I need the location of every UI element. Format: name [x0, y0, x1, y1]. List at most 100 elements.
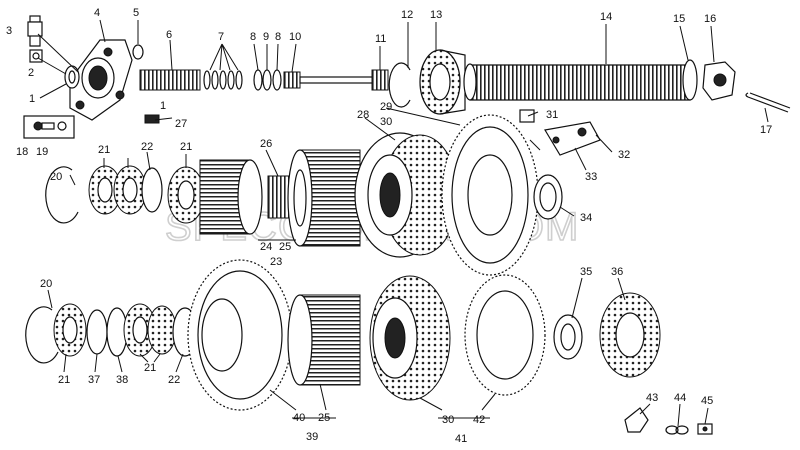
rings-8-9 [253, 69, 282, 91]
callout-37: 37 [88, 374, 100, 386]
callout-6: 6 [166, 29, 172, 41]
splined-shaft-14 [463, 63, 691, 101]
callout-24: 24 [260, 241, 272, 253]
callout-3: 3 [6, 25, 12, 37]
callout-26: 26 [260, 138, 272, 150]
callout-8b: 8 [275, 31, 281, 43]
callout-29: 29 [380, 101, 392, 113]
callout-21a: 21 [98, 144, 110, 156]
callout-1b: 1 [160, 100, 166, 112]
ring-34 [533, 174, 563, 220]
callout-21d: 21 [144, 362, 156, 374]
collar-11 [371, 69, 389, 91]
callout-7: 7 [218, 31, 224, 43]
callout-5: 5 [133, 7, 139, 19]
callout-33: 33 [585, 171, 597, 183]
callout-38: 38 [116, 374, 128, 386]
snap-ring-12 [388, 62, 411, 108]
bearing-21-bottom-c [147, 305, 177, 355]
spacer-15 [682, 59, 698, 101]
oring-5 [132, 44, 144, 60]
callout-20a: 20 [50, 171, 62, 183]
rod [299, 76, 376, 84]
callout-43: 43 [646, 392, 658, 404]
callout-13: 13 [430, 9, 442, 21]
callout-30a: 30 [380, 116, 392, 128]
bearing-36 [599, 292, 661, 378]
ring-22-top [141, 167, 163, 213]
gear-40 [187, 259, 293, 411]
gear-25-mid [287, 149, 361, 247]
callout-19: 19 [36, 146, 48, 158]
snap-ring-20-top [45, 166, 79, 224]
leader-lines [37, 19, 769, 427]
callout-27: 27 [175, 118, 187, 130]
bearing-21-bottom-b [123, 303, 157, 357]
cover-housing-4 [69, 39, 133, 121]
callout-1a: 1 [29, 93, 35, 105]
callout-36: 36 [611, 266, 623, 278]
seal-ring-1 [64, 65, 80, 89]
nut-16 [702, 61, 736, 101]
washer-2 [29, 49, 43, 63]
callout-18: 18 [16, 146, 28, 158]
nut-31 [519, 109, 535, 123]
bearing-21-mid [167, 166, 205, 224]
clip-43 [624, 407, 649, 433]
callout-8a: 8 [250, 31, 256, 43]
callout-28: 28 [357, 109, 369, 121]
plate-33 [544, 121, 601, 156]
callout-22b: 22 [168, 374, 180, 386]
callout-25a: 25 [279, 241, 291, 253]
callout-20b: 20 [40, 278, 52, 290]
gear-42 [464, 274, 546, 396]
spacer-10 [283, 71, 301, 89]
ring-37 [86, 309, 108, 355]
callout-16: 16 [704, 13, 716, 25]
callout-32: 32 [618, 149, 630, 161]
callout-17: 17 [760, 124, 772, 136]
gear-29 [441, 114, 539, 276]
cotter-pin-17 [745, 92, 791, 113]
callout-45: 45 [701, 395, 713, 407]
callout-labels: 1 1 2 3 4 5 6 7 8 9 8 10 11 12 13 14 15 … [6, 7, 772, 445]
callout-11: 11 [375, 33, 386, 45]
gear-25-bottom [287, 294, 361, 386]
callout-25b: 25 [318, 412, 330, 424]
gear-24 [199, 159, 263, 235]
callout-10: 10 [289, 31, 301, 43]
bearing-21-top-a [88, 165, 122, 215]
breather-plug-3 [27, 15, 43, 47]
bolt-45 [697, 423, 713, 435]
callout-44: 44 [674, 392, 686, 404]
ring-35 [553, 314, 583, 360]
snap-ring-20-bottom [25, 306, 59, 364]
bearing-13 [419, 49, 466, 115]
callout-30b: 30 [442, 414, 454, 426]
rings-7 [203, 70, 243, 90]
callout-40: 40 [293, 412, 305, 424]
callout-34: 34 [580, 212, 592, 224]
callout-12: 12 [401, 9, 413, 21]
callout-2: 2 [28, 67, 34, 79]
callout-23: 23 [270, 256, 282, 268]
callout-31: 31 [546, 109, 558, 121]
callout-41: 41 [455, 433, 467, 445]
callout-39: 39 [306, 431, 318, 443]
bearing-21-bottom-a [53, 303, 87, 357]
callout-9: 9 [263, 31, 269, 43]
callout-14: 14 [600, 11, 612, 23]
bearing-21-top-b [113, 165, 147, 215]
bolt-18 [23, 115, 75, 139]
callout-21c: 21 [58, 374, 70, 386]
callout-42: 42 [473, 414, 485, 426]
callout-35: 35 [580, 266, 592, 278]
callout-15: 15 [673, 13, 685, 25]
gear-30-bottom [369, 275, 451, 401]
chain-44 [665, 425, 689, 435]
callout-4: 4 [94, 7, 100, 19]
callout-22a: 22 [141, 141, 153, 153]
sleeve-6 [139, 69, 201, 91]
